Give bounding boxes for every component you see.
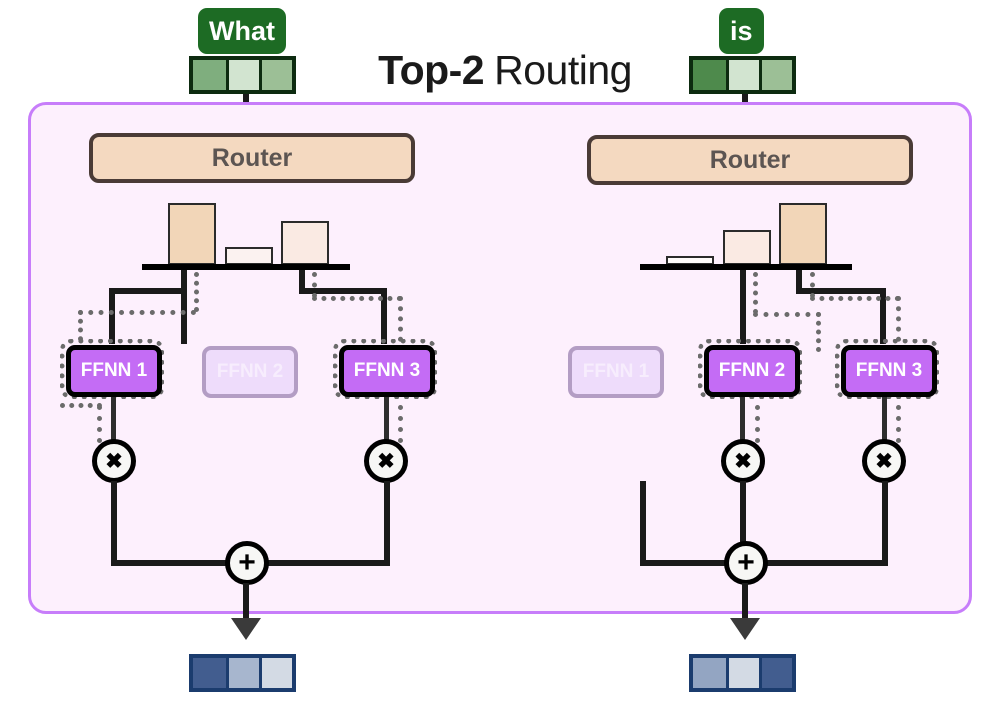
wire-expert3-to-mul-right: [882, 397, 887, 441]
input-vector-right: [689, 56, 796, 94]
input-vector-cell: [226, 60, 259, 90]
multiply-op-expert3-left: ✖: [364, 439, 408, 483]
router-gate-chart-right: [640, 198, 852, 270]
output-vector-cell: [193, 658, 226, 688]
expert-ffnn3-right[interactable]: FFNN 3: [841, 345, 937, 397]
output-vector-cell: [693, 658, 726, 688]
wire-mul1-to-add-left: [111, 560, 233, 566]
input-vector-cell: [759, 60, 792, 90]
dotted-wire-gate1-left: [194, 272, 199, 312]
add-op-right: +: [724, 541, 768, 585]
wire-add-to-output-left: [243, 583, 249, 625]
dotted-wire-gate3-across-left: [312, 296, 402, 301]
input-vector-cell: [193, 60, 226, 90]
gate-bar-ffnn1: [168, 203, 216, 265]
gate-bar-ffnn3: [281, 221, 329, 265]
expert-ffnn1-right[interactable]: FFNN 1: [568, 346, 664, 398]
wire-gate3-across-left: [299, 288, 387, 294]
output-vector-cell: [226, 658, 259, 688]
multiply-op-expert3-right: ✖: [862, 439, 906, 483]
gate-chart-baseline: [142, 264, 350, 270]
gate-chart-baseline: [640, 264, 852, 270]
gate-bar-ffnn3: [779, 203, 827, 265]
dotted-halo-tail1-left: [60, 403, 102, 408]
gate-bar-ffnn2: [723, 230, 771, 265]
dotted-wire-gate3-across2-right: [810, 296, 900, 301]
wire-mul3-down-left: [384, 481, 390, 563]
output-vector-right: [689, 654, 796, 692]
input-vector-left: [189, 56, 296, 94]
wire-mul2-down-right: [740, 481, 746, 563]
dotted-wire-gate1-across-left: [78, 310, 196, 315]
dotted-wire-gate3-right: [810, 272, 815, 298]
wire-gate1-down-left: [181, 270, 187, 344]
output-arrow-right: [730, 618, 760, 640]
wire-add-to-output-right: [742, 583, 748, 625]
output-vector-cell: [259, 658, 292, 688]
add-op-left: +: [225, 541, 269, 585]
output-vector-cell: [726, 658, 759, 688]
router-gate-chart-left: [142, 198, 350, 270]
wire-mul3-to-add-right: [761, 560, 888, 566]
output-vector-cell: [759, 658, 792, 688]
dotted-wire-mul1-left: [97, 405, 102, 443]
wire-gate3-across-right: [796, 288, 886, 294]
router-box-left[interactable]: Router: [89, 133, 415, 183]
wire-add-left-riser-right: [640, 481, 646, 563]
dotted-wire-gate3-left: [312, 272, 317, 298]
dotted-wire-mul3-left: [398, 405, 403, 443]
multiply-op-expert1-left: ✖: [92, 439, 136, 483]
wire-expert1-across-left: [109, 288, 187, 294]
token-pill-right: is: [719, 8, 764, 54]
title-strong: Top-2: [378, 46, 485, 93]
router-box-right[interactable]: Router: [587, 135, 913, 185]
dotted-wire-gate2-across-right: [753, 312, 821, 317]
wire-mul3-to-add-left: [262, 560, 390, 566]
moe-layer-panel: [28, 102, 972, 614]
expert-ffnn3-left[interactable]: FFNN 3: [339, 345, 435, 397]
title-light: Routing: [494, 46, 632, 93]
output-vector-left: [189, 654, 296, 692]
wire-gate3-drop-right: [796, 270, 802, 294]
input-vector-cell: [726, 60, 759, 90]
page-title: Top-2 Routing: [340, 44, 670, 96]
dotted-wire-mul2-right: [755, 405, 760, 443]
gate-bar-ffnn2: [225, 247, 273, 265]
wire-expert1-to-mul-left: [111, 397, 116, 441]
wire-expert2-to-mul-right: [740, 397, 745, 441]
dotted-wire-expert1-left: [78, 310, 83, 350]
wire-expert1-stub-left: [109, 288, 115, 344]
wire-gate3-down-left: [381, 288, 387, 344]
wire-gate3-drop-left: [299, 270, 305, 294]
input-vector-cell: [259, 60, 292, 90]
wire-expert3-to-mul-left: [384, 397, 389, 441]
dotted-wire-mul3-right: [896, 405, 901, 443]
dotted-wire-expert2-right: [816, 312, 821, 352]
expert-ffnn2-left[interactable]: FFNN 2: [202, 346, 298, 398]
wire-gate3-down-right: [880, 288, 886, 344]
input-vector-cell: [693, 60, 726, 90]
multiply-op-expert2-right: ✖: [721, 439, 765, 483]
wire-mul1-down-left: [111, 481, 117, 563]
wire-mul3-down-right: [882, 481, 888, 563]
expert-ffnn1-left[interactable]: FFNN 1: [66, 345, 162, 397]
dotted-wire-gate2-right: [753, 272, 758, 314]
dotted-wire-expert3-right: [896, 296, 901, 352]
wire-gate2-down-right: [740, 270, 746, 344]
output-arrow-left: [231, 618, 261, 640]
expert-ffnn2-right[interactable]: FFNN 2: [704, 345, 800, 397]
token-pill-left: What: [198, 8, 286, 54]
dotted-wire-expert3-left: [398, 296, 403, 352]
wire-left-into-add-right: [640, 560, 742, 566]
